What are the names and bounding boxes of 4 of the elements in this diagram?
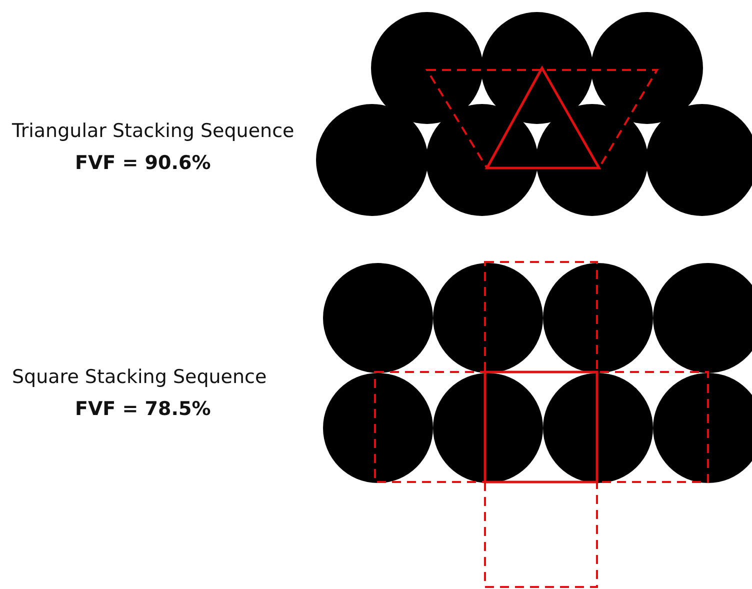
fiber-volume-fraction: FVF = 78.5% bbox=[75, 398, 211, 420]
arrangement-title: Square Stacking Sequence bbox=[12, 366, 267, 388]
arrangement-title: Triangular Stacking Sequence bbox=[12, 120, 294, 142]
fiber-volume-fraction: FVF = 90.6% bbox=[75, 152, 211, 174]
